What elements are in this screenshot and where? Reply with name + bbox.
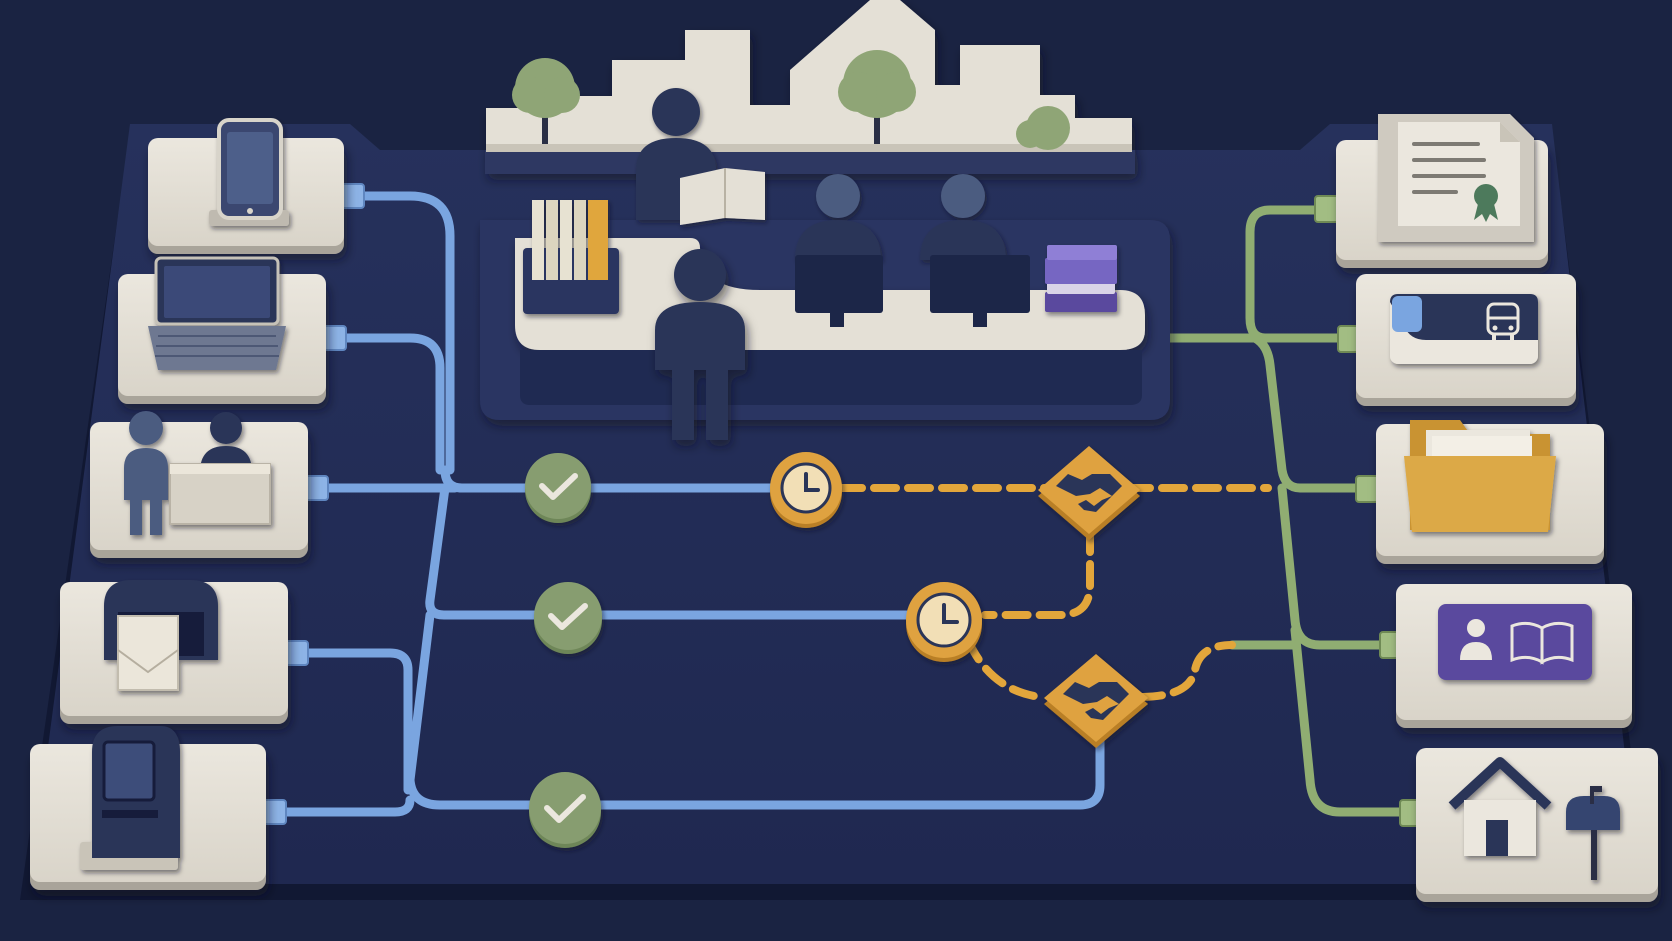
mobile-connector-line [350,191,455,475]
tree-icon [512,58,580,144]
visitor-figure-icon [655,249,745,440]
certificate-document-icon [1378,114,1534,242]
kiosk-connector-line [273,795,415,817]
channel-card-in-person [90,411,308,558]
wait-node [770,452,842,528]
check-node [529,772,601,848]
library-card-connector-line [1277,483,1395,650]
open-book-icon [680,168,765,225]
outcome-card-library-card [1396,584,1632,728]
mailbox-icon [1566,786,1620,880]
handoff-node [1044,654,1148,748]
channel-card-mobile [148,118,344,254]
folder-icon [1404,420,1556,532]
pending-flow-lines [836,484,1272,701]
checkmark-icon [548,603,588,630]
bus-pass-card-icon [1390,294,1538,364]
bus-icon [1486,302,1520,340]
input-trunk-line [440,465,795,493]
staff-figure-icon [795,174,881,260]
channel-card-web [118,256,326,404]
checkmark-icon [544,794,586,823]
tree-icon [1016,106,1070,150]
computer-monitor-icon [930,255,1030,327]
outcome-card-certificate [1336,114,1548,268]
service-center [480,0,1170,440]
person-icon [1460,619,1492,660]
outcome-card-home-delivery [1416,748,1658,902]
home-delivery-connector-line [1290,625,1420,817]
pending-line-lower-right [1136,641,1236,701]
web-connector-line [333,333,445,475]
outcome-card-folder [1376,420,1604,564]
smartphone-icon [209,118,289,226]
house-icon [1448,757,1552,856]
checkmark-icon [539,473,578,500]
clerk-figure-icon [636,88,765,225]
outcome-card-transit-card [1356,274,1576,406]
tree-icon [838,50,916,144]
mail-connector-line [295,648,413,795]
wait-node [906,582,982,662]
pending-line-branch [981,526,1094,619]
input-trunk-lower [405,610,1105,810]
service-counter-icon [124,411,271,535]
input-flow-lines [273,191,1105,817]
handshake-icon [1063,682,1129,720]
open-book-icon [1510,621,1574,665]
output-flow-lines [1145,205,1420,817]
input-trunk-vertical [425,483,915,620]
staff-figure-icon [920,174,1006,260]
check-node [525,453,591,523]
pending-line-diagonal [964,636,1044,701]
handshake-icon [1056,474,1122,512]
channel-card-kiosk [30,726,266,890]
check-node [534,582,602,654]
service-counter-front [520,350,1142,405]
kiosk-icon [80,726,180,870]
computer-monitor-icon [795,255,883,327]
mailbox-letter-icon [104,580,218,691]
book-binder-icon [523,200,619,314]
output-trunk-line [1250,333,1370,493]
book-stack-icon [1045,245,1117,312]
library-card-icon [1438,604,1592,680]
city-skyline-icon [485,0,1135,174]
channel-card-mail [60,580,288,724]
handoff-node [1038,446,1140,540]
laptop-icon [148,256,286,370]
